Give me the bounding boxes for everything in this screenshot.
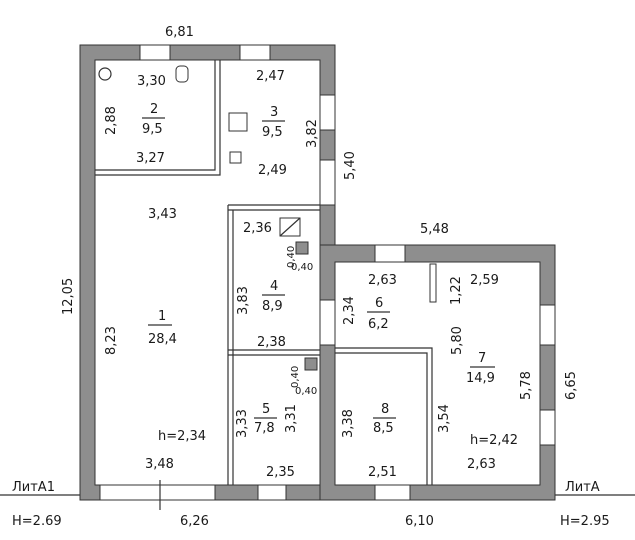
dimension-label: 3,27: [136, 151, 165, 166]
dimension-label: 2,34: [342, 296, 357, 325]
dim-a-right: 6,65: [564, 371, 579, 400]
dimension-label: 7: [478, 351, 486, 366]
dim-a1-bottom: 6,26: [180, 514, 209, 529]
lit-a1-height: Н=2.69: [12, 514, 62, 529]
dimension-label: 0,40: [286, 246, 297, 268]
dimension-label: 1,22: [449, 276, 464, 305]
dimension-label: 3,54: [437, 404, 452, 433]
partitions: [95, 60, 437, 485]
dimension-label: 6: [375, 296, 383, 311]
lit-a-height: Н=2.95: [560, 514, 610, 529]
boiler-icon: [229, 151, 242, 164]
dimension-label: 28,4: [148, 332, 177, 347]
dimension-label: 3,30: [137, 74, 166, 89]
windows: [99, 44, 556, 501]
dimension-label: 3,48: [145, 457, 174, 472]
dimension-label: 2,35: [266, 465, 295, 480]
dimension-label: 2,38: [257, 335, 286, 350]
dimension-label: 8,23: [104, 326, 119, 355]
dim-a1-length: 12,05: [61, 278, 76, 315]
dimension-label: 8,9: [262, 299, 283, 314]
room-4: 4 8,9 2,36 3,83 2,38 0,40 0,40: [236, 221, 313, 350]
dimension-label: 2,63: [368, 273, 397, 288]
chimney: [295, 241, 309, 255]
dimension-label: 0,40: [291, 262, 313, 273]
pillar: [429, 263, 437, 303]
dimension-label: h=2,42: [470, 433, 518, 448]
dimension-label: 0,40: [290, 366, 301, 388]
dimension-label: 6,2: [368, 317, 389, 332]
dimension-label: 2: [150, 102, 158, 117]
dimension-label: 14,9: [466, 371, 495, 386]
dimension-label: 3,38: [341, 409, 356, 438]
room-1: 1 28,4 3,43 8,23 3,48 h=2,34: [104, 207, 206, 472]
stove-icon: [228, 112, 248, 132]
dim-a1-width: 6,81: [165, 25, 194, 40]
chimney-2: [304, 357, 318, 371]
lit-a-outer-wall: [319, 244, 556, 501]
dimension-label: 0,40: [295, 386, 317, 397]
lit-a1-name: ЛитА1: [12, 480, 55, 495]
dimension-label: 9,5: [262, 125, 283, 140]
entrance-door: [319, 159, 336, 206]
room-2: 2 9,5 3,30 2,88 3,27: [104, 74, 166, 166]
dimension-label: 2,59: [470, 273, 499, 288]
room-8: 8 8,5 3,38 3,54 2,51: [341, 402, 452, 480]
dimension-label: 7,8: [254, 421, 275, 436]
dimension-label: 2,88: [104, 106, 119, 135]
dimension-label: 5: [262, 402, 270, 417]
dimension-label: h=2,34: [158, 429, 206, 444]
room-7: 7 14,9 2,59 1,22 5,80 5,78 2,63 h=2,42: [449, 273, 534, 472]
dimension-label: 5,78: [519, 371, 534, 400]
dimension-label: 2,51: [368, 465, 397, 480]
dimension-label: 8: [381, 402, 389, 417]
dim-a-top: 5,48: [420, 222, 449, 237]
room-3: 3 9,5 2,47 3,82 2,49: [256, 69, 320, 178]
interior-door: [319, 299, 336, 346]
dimension-label: 4: [270, 279, 278, 294]
room-5: 5 7,8 3,33 3,31 2,35 0,40 0,40: [235, 366, 317, 480]
dim-a1-step: 5,40: [343, 151, 358, 180]
lit-a-name: ЛитА: [565, 480, 600, 495]
dimension-label: 8,5: [373, 421, 394, 436]
dimension-label: 3,31: [284, 404, 299, 433]
veranda-opening: [99, 484, 216, 501]
dimension-label: 5,80: [450, 326, 465, 355]
dimension-label: 3,33: [235, 409, 250, 438]
toilet-icon: [175, 65, 189, 83]
dimension-label: 2,36: [243, 221, 272, 236]
dimension-label: 9,5: [142, 122, 163, 137]
dimension-label: 3,82: [305, 119, 320, 148]
dimension-label: 2,47: [256, 69, 285, 84]
dim-a-bottom: 6,10: [405, 514, 434, 529]
sink-icon: [98, 67, 112, 81]
dimension-label: 2,63: [467, 457, 496, 472]
dimension-label: 3,43: [148, 207, 177, 222]
dimension-label: 3: [270, 105, 278, 120]
dimension-label: 2,49: [258, 163, 287, 178]
room-6: 6 6,2 2,63 2,34: [342, 273, 397, 332]
dimension-label: 1: [158, 309, 166, 324]
dimension-label: 3,83: [236, 286, 251, 315]
